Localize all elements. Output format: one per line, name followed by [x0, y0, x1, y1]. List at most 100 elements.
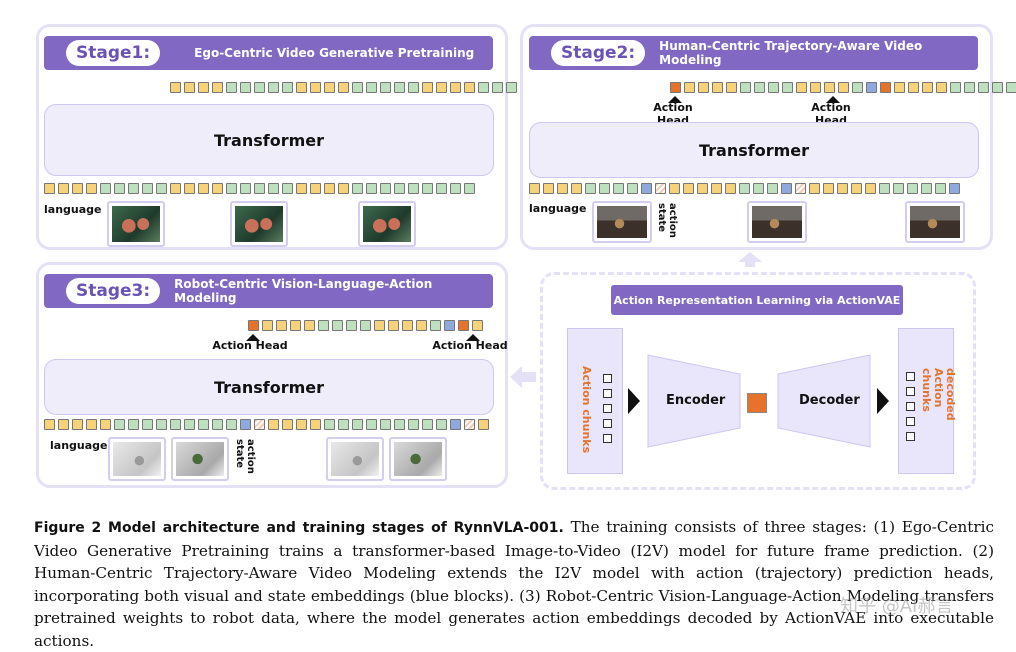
green-token [464, 183, 475, 194]
stage2-transformer: Transformer [529, 122, 979, 178]
yellow-token [669, 183, 680, 194]
yellow-token [796, 82, 807, 93]
stage1-frame-2 [230, 201, 288, 247]
green-token [408, 183, 419, 194]
green-token [753, 183, 764, 194]
stage3-frame-2 [171, 437, 229, 481]
green-token [436, 419, 447, 430]
yellow-token [170, 82, 181, 93]
ego-hands-image [235, 206, 283, 242]
yellow-token [388, 320, 399, 331]
stage2-output-tokens [670, 82, 1016, 93]
arrow-right-icon [628, 388, 640, 414]
hatched-token [655, 183, 666, 194]
green-token [964, 82, 975, 93]
yellow-token [72, 183, 83, 194]
yellow-token [436, 82, 447, 93]
chunk-square [906, 402, 915, 411]
green-token [992, 82, 1003, 93]
orange-token [670, 82, 681, 93]
green-token [422, 419, 433, 430]
green-token [380, 183, 391, 194]
yellow-token [823, 183, 834, 194]
yellow-token [310, 183, 321, 194]
yellow-token [324, 82, 335, 93]
green-token [935, 183, 946, 194]
yellow-token [170, 183, 181, 194]
yellow-token [478, 419, 489, 430]
green-token [450, 183, 461, 194]
yellow-token [58, 419, 69, 430]
encoder-label: Encoder [666, 393, 726, 408]
yellow-token [100, 419, 111, 430]
green-token [879, 183, 890, 194]
green-token [585, 183, 596, 194]
green-token [921, 183, 932, 194]
green-token [254, 183, 265, 194]
yellow-token [894, 82, 905, 93]
yellow-token [184, 183, 195, 194]
green-token [282, 183, 293, 194]
yellow-token [338, 183, 349, 194]
stage3-title: Robot-Centric Vision-Language-Action Mod… [174, 277, 433, 305]
yellow-token [851, 183, 862, 194]
green-token [422, 183, 433, 194]
green-token [282, 82, 293, 93]
green-token [394, 419, 405, 430]
stage2-input-tokens [529, 183, 960, 194]
stage1-output-tokens [170, 82, 545, 93]
green-token [352, 183, 363, 194]
green-token [893, 183, 904, 194]
stage2-frame-3 [905, 201, 965, 243]
green-token [782, 82, 793, 93]
yellow-token [725, 183, 736, 194]
yellow-token [282, 419, 293, 430]
yellow-token [338, 82, 349, 93]
yellow-token [726, 82, 737, 93]
green-token [240, 183, 251, 194]
stage1-frame-1 [107, 201, 165, 247]
yellow-token [684, 82, 695, 93]
stage3-action-head-2: Action Head [432, 339, 508, 352]
green-token [394, 183, 405, 194]
robot-scene-image [176, 442, 224, 476]
decoded-chunks-output [898, 328, 954, 474]
stage1-header: Stage1: Ego-Centric Video Generative Pre… [44, 36, 493, 70]
stage1-input-tokens [44, 183, 475, 194]
stage3-frame-4 [389, 437, 447, 481]
stage3-pill: Stage3: [66, 278, 161, 304]
action-head-arrow-icon [246, 334, 260, 341]
green-token [170, 419, 181, 430]
yellow-token [296, 82, 307, 93]
yellow-token [824, 82, 835, 93]
human-desk-image [597, 206, 647, 238]
arrow-right-icon [877, 388, 889, 414]
decoder-block [777, 354, 871, 448]
yellow-token [198, 183, 209, 194]
green-token [739, 183, 750, 194]
yellow-token [58, 183, 69, 194]
orange-token [458, 320, 469, 331]
yellow-token [683, 183, 694, 194]
green-token [506, 82, 517, 93]
chunk-square [603, 389, 612, 398]
decoder-label: Decoder [799, 393, 860, 408]
green-token [318, 320, 329, 331]
stage3-header: Stage3: Robot-Centric Vision-Language-Ac… [44, 274, 493, 308]
chunk-square [906, 432, 915, 441]
green-token [907, 183, 918, 194]
green-token [754, 82, 765, 93]
yellow-token [198, 82, 209, 93]
figure-caption: Figure 2 Model architecture and training… [34, 516, 994, 652]
green-token [128, 419, 139, 430]
yellow-token [810, 82, 821, 93]
robot-scene-image [331, 442, 379, 476]
yellow-token [557, 183, 568, 194]
yellow-token [72, 419, 83, 430]
yellow-token [184, 82, 195, 93]
stage3-action-head-1: Action Head [212, 339, 288, 352]
actionvae-title: Action Representation Learning via Actio… [611, 285, 903, 315]
green-token [352, 82, 363, 93]
green-token [740, 82, 751, 93]
hatched-token [464, 419, 475, 430]
